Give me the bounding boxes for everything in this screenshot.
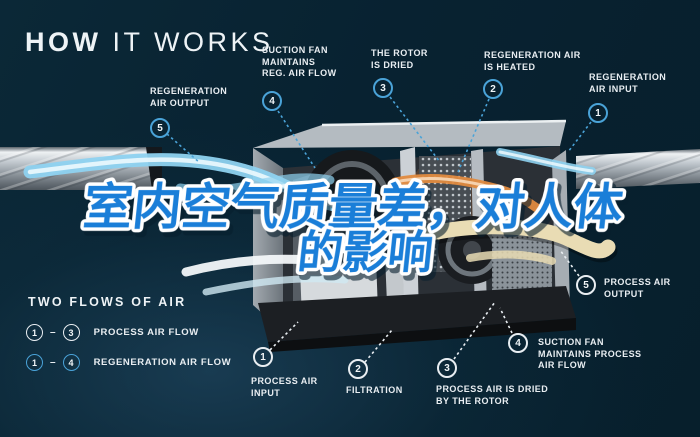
- right-duct: [576, 149, 700, 189]
- badge-bottom-2: 2: [348, 359, 368, 379]
- badge-top-3: 3: [373, 78, 393, 98]
- legend-heading: TWO FLOWS OF AIR: [28, 295, 187, 309]
- callout-label-suction-fan-process: SUCTION FAN MAINTAINS PROCESS AIR FLOW: [538, 337, 642, 370]
- legend-badge-1-blue: 1: [26, 354, 43, 371]
- badge-top-5: 5: [150, 118, 170, 138]
- title-bold: HOW: [25, 27, 102, 57]
- legend-row-process: 1 – 3 PROCESS AIR FLOW: [26, 324, 199, 341]
- legend-label-regeneration: REGENERATION AIR FLOW: [93, 357, 232, 368]
- title-light: IT WORKS: [101, 27, 274, 57]
- page-title: HOW IT WORKS: [25, 27, 274, 58]
- overlay-line1: 室内空气质量差，对人体: [81, 181, 626, 235]
- legend-badge-1-white: 1: [26, 324, 43, 341]
- callout-label-process-air-dried: PROCESS AIR IS DRIED BY THE ROTOR: [436, 384, 549, 406]
- badge-top-1: 1: [588, 103, 608, 123]
- badge-bottom-3: 3: [437, 358, 457, 378]
- badge-top-2: 2: [483, 79, 503, 99]
- badge-right-5: 5: [576, 275, 596, 295]
- callout-label-process-air-output: PROCESS AIR OUTPUT: [604, 277, 671, 299]
- legend-label-process: PROCESS AIR FLOW: [93, 327, 199, 338]
- callout-label-suction-fan-reg: SUCTION FAN MAINTAINS REG. AIR FLOW: [262, 45, 337, 78]
- legend-badge-3-white: 3: [62, 324, 80, 341]
- legend-dash: –: [50, 327, 56, 338]
- legend-dash: –: [50, 357, 56, 368]
- overlay-line2: 的影响: [295, 227, 435, 278]
- badge-top-4: 4: [262, 91, 282, 111]
- callout-label-regeneration-air-input: REGENERATION AIR INPUT: [589, 72, 667, 94]
- callout-label-rotor-dried: THE ROTOR IS DRIED: [371, 48, 428, 70]
- badge-bottom-1: 1: [253, 347, 273, 367]
- legend-badge-4-blue: 4: [62, 354, 80, 371]
- callout-label-filtration: FILTRATION: [346, 385, 403, 395]
- callout-label-regeneration-air-heated: REGENERATION AIR IS HEATED: [484, 50, 581, 72]
- badge-bottom-4: 4: [508, 333, 528, 353]
- legend-row-regeneration: 1 – 4 REGENERATION AIR FLOW: [26, 354, 231, 371]
- air-streams: [23, 148, 618, 296]
- callout-label-process-air-input: PROCESS AIR INPUT: [251, 376, 318, 398]
- leader-lines: [166, 96, 592, 363]
- callout-label-regeneration-air-output: REGENERATION AIR OUTPUT: [150, 86, 228, 108]
